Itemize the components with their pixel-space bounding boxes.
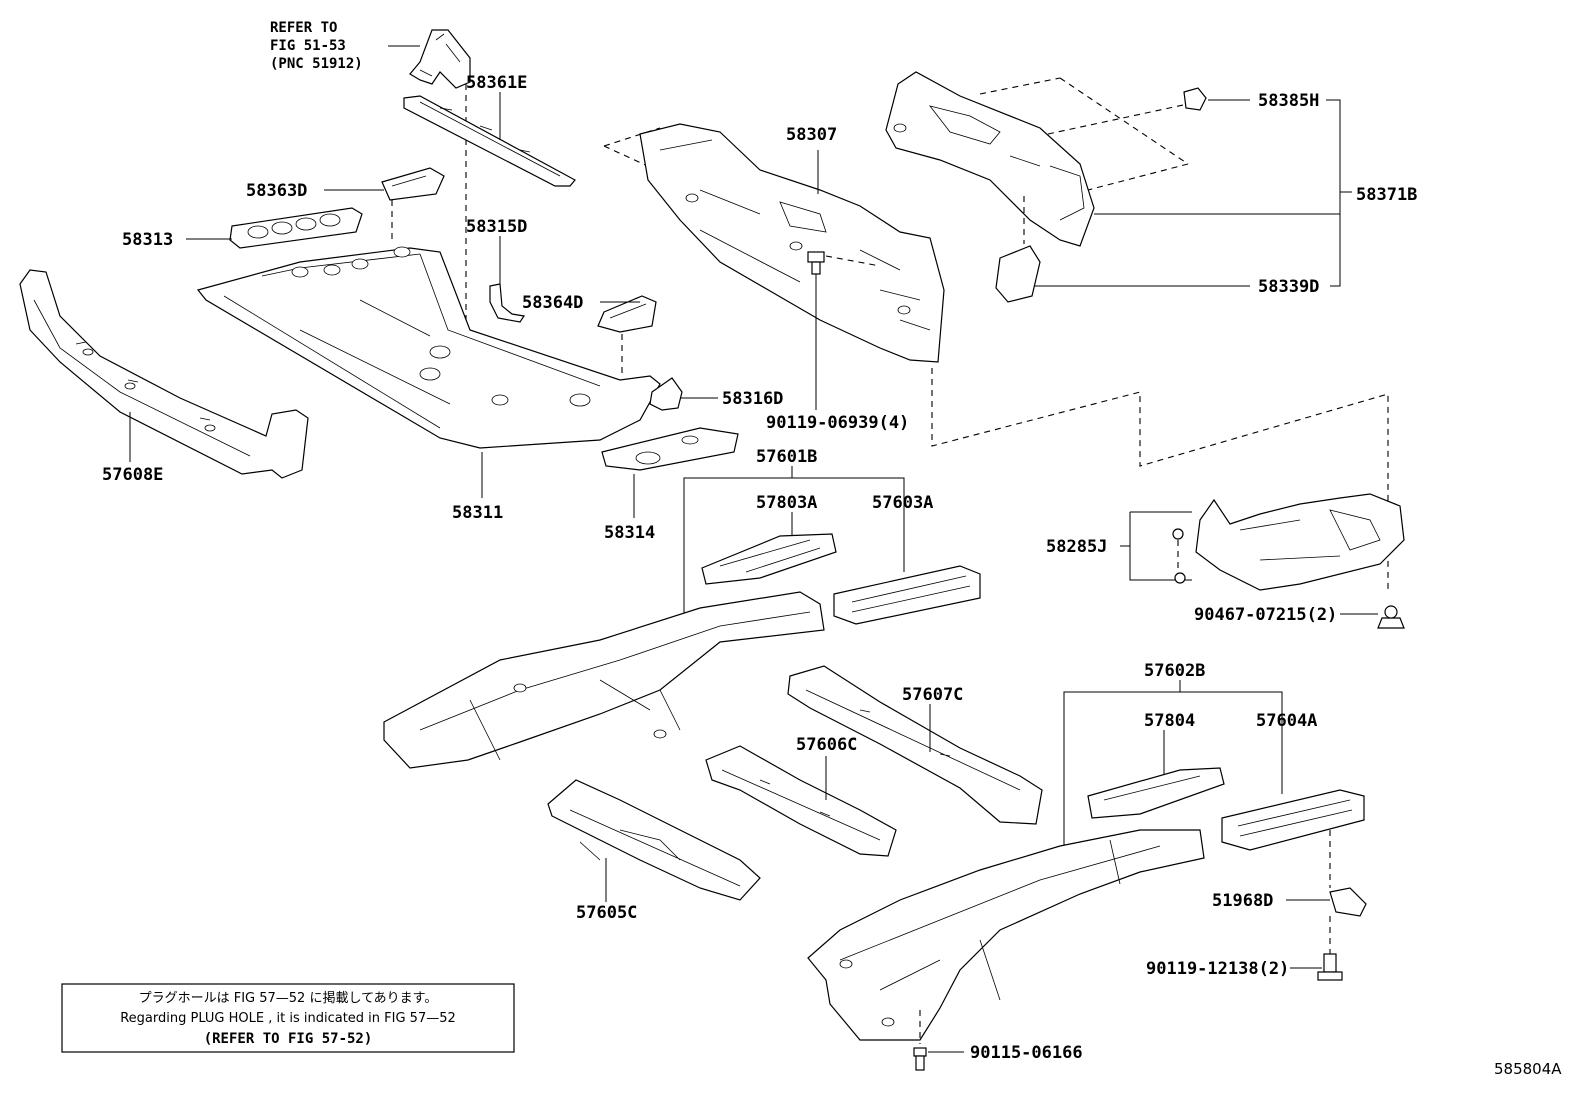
ref-note-line2: FIG 51-53 <box>270 38 346 54</box>
part-57606C-member <box>705 745 897 857</box>
label-58385H: 58385H <box>1258 91 1319 111</box>
label-57606C: 57606C <box>796 735 857 755</box>
part-58311-floor-pan <box>196 246 661 449</box>
label-57602B: 57602B <box>1144 661 1205 681</box>
label-58339D: 58339D <box>1258 277 1319 297</box>
plug-hole-note-box: プラグホールは FIG 57—52 に掲載してあります。 Regarding P… <box>61 983 515 1053</box>
label-58285J: 58285J <box>1046 537 1107 557</box>
label-57604A: 57604A <box>1256 711 1317 731</box>
bracket-57601B <box>683 477 905 620</box>
label-58361E: 58361E <box>466 73 527 93</box>
label-58371B: 58371B <box>1356 185 1417 205</box>
part-58339D-bracket <box>995 245 1041 303</box>
label-58363D: 58363D <box>246 181 307 201</box>
clip-90467-07215 <box>1377 605 1405 629</box>
label-51968D: 51968D <box>1212 891 1273 911</box>
label-58307: 58307 <box>786 125 837 145</box>
bracket-58371B <box>1326 99 1341 287</box>
bracket-58285J <box>1120 511 1192 581</box>
part-58285J-apron <box>1195 493 1405 591</box>
part-57603A-member <box>833 565 981 625</box>
part-58313-plate <box>229 207 363 249</box>
dash-58371B-top <box>979 77 1061 95</box>
label-90467-07215: 90467-07215(2) <box>1194 605 1337 625</box>
part-58314-plate <box>601 427 739 471</box>
part-58371B-panel <box>885 71 1095 247</box>
dash-58371B-bottom <box>1087 163 1189 191</box>
dash-58385H <box>1047 103 1189 135</box>
part-57803A-reinforcement <box>701 533 837 585</box>
bolt-90119-12138 <box>1317 953 1343 981</box>
label-90119-06939: 90119-06939(4) <box>766 413 909 433</box>
reference-bracket-part <box>409 29 471 89</box>
clip-58285J-lower <box>1174 572 1186 584</box>
bolt-90119-06939 <box>807 251 881 275</box>
label-58313: 58313 <box>122 230 173 250</box>
note-line-japanese: プラグホールは FIG 57—52 に掲載してあります。 <box>139 990 438 1006</box>
part-58385H-clip <box>1183 87 1207 111</box>
part-58315D-bracket <box>489 283 526 323</box>
part-57608E-crossmember <box>19 269 309 479</box>
catalog-id: 585804A <box>1494 1060 1562 1078</box>
label-57608E: 57608E <box>102 465 163 485</box>
clip-58285J-upper <box>1172 528 1184 570</box>
note-line-reference: (REFER TO FIG 57-52) <box>204 1031 373 1047</box>
ref-note-line1: REFER TO <box>270 20 337 36</box>
part-58307-panel <box>639 123 945 363</box>
label-58315D: 58315D <box>466 217 527 237</box>
part-51968D-bracket <box>1329 887 1367 917</box>
label-58316D: 58316D <box>722 389 783 409</box>
label-57803A: 57803A <box>756 493 817 513</box>
part-58364D-bracket <box>597 295 657 333</box>
label-58364D: 58364D <box>522 293 583 313</box>
part-58316D-bracket <box>649 377 683 411</box>
label-58311: 58311 <box>452 503 503 523</box>
label-57603A: 57603A <box>872 493 933 513</box>
label-58314: 58314 <box>604 523 655 543</box>
label-90115-06166: 90115-06166 <box>970 1043 1083 1063</box>
part-57605C-member <box>547 779 761 901</box>
label-57607C: 57607C <box>902 685 963 705</box>
label-90119-12138: 90119-12138(2) <box>1146 959 1289 979</box>
bolt-90115-06166 <box>913 1047 927 1071</box>
part-58361E-strip <box>403 95 576 187</box>
part-57604A-member <box>1221 789 1365 851</box>
part-57607C-crossmember <box>787 665 1043 825</box>
label-57601B: 57601B <box>756 447 817 467</box>
part-58363D-plate <box>381 167 445 201</box>
label-57804: 57804 <box>1144 711 1195 731</box>
bracket-57602B <box>1063 691 1283 860</box>
part-57804-reinforcement <box>1087 767 1225 819</box>
part-57602B-side-member <box>807 829 1205 1041</box>
note-line-english: Regarding PLUG HOLE , it is indicated in… <box>120 1011 456 1026</box>
dash-58371B-right <box>1059 77 1189 165</box>
ref-note-line3: (PNC 51912) <box>270 56 363 72</box>
part-57601B-side-member <box>383 591 825 769</box>
label-57605C: 57605C <box>576 903 637 923</box>
